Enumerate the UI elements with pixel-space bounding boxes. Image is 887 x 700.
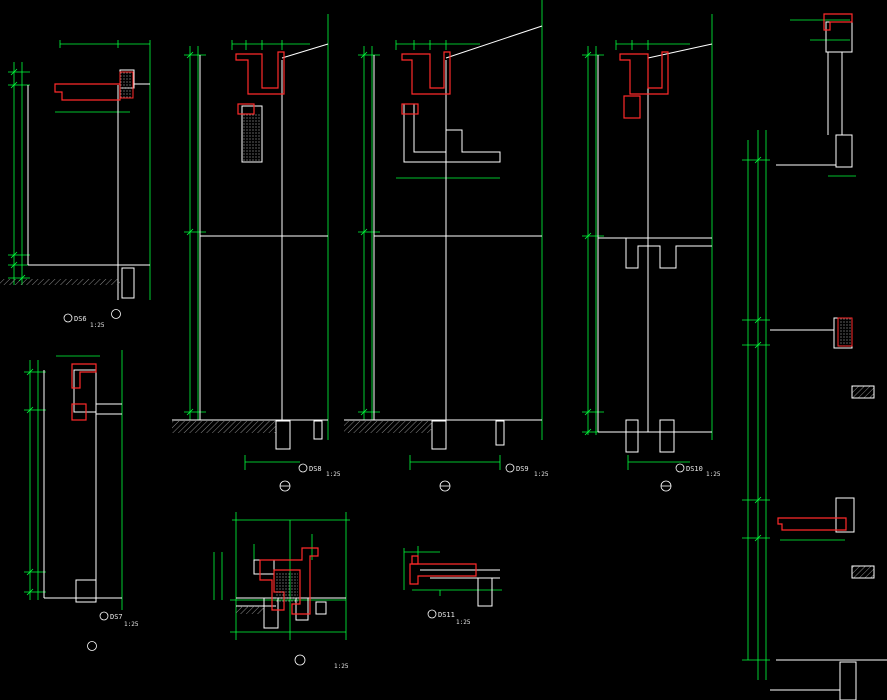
detail-1-tag-text: DS6 (74, 315, 87, 323)
detail-5: DS7 1:25 (24, 350, 139, 651)
dimension-tick (186, 228, 194, 236)
detail-3-dimensions (358, 0, 543, 470)
detail-4-scale: 1:25 (706, 471, 721, 478)
detail-4-outline (597, 43, 713, 453)
detail-2: DS8 1:25 (172, 14, 341, 492)
dimension-tick (186, 51, 194, 59)
detail-1-scale: 1:25 (90, 322, 105, 329)
detail-5-axis-bubble (87, 641, 97, 651)
dimension-tick (754, 156, 762, 164)
detail-7-scale: 1:25 (456, 619, 471, 626)
wall-section-red (777, 13, 853, 531)
detail-5-tag-text: DS7 (110, 613, 123, 621)
dimension-tick (584, 232, 592, 240)
detail-7: DS11 1:25 (403, 546, 502, 626)
detail-3: DS9 1:25 (344, 0, 549, 492)
detail-3-outline (344, 25, 543, 450)
detail-7-dimensions (403, 546, 502, 596)
dimension-tick (754, 316, 762, 324)
detail-2-scale: 1:25 (326, 471, 341, 478)
detail-6-slab (236, 606, 264, 614)
dimension-tick (186, 408, 194, 416)
detail-2-outline (172, 43, 329, 450)
dimension-tick (10, 251, 18, 259)
dimension-tick (18, 274, 26, 282)
detail-5-outline (43, 369, 122, 603)
detail-4: DS10 1:25 (582, 14, 721, 492)
dimension-tick (360, 408, 368, 416)
dimension-tick (10, 81, 18, 89)
dimension-tick (10, 261, 18, 269)
detail-1-section (54, 71, 134, 101)
dimension-tick (26, 406, 34, 414)
detail-3-tag: DS9 1:25 (505, 463, 549, 478)
detail-7-tag-text: DS11 (438, 611, 455, 619)
dimension-ticks (10, 51, 762, 596)
wall-section-right (742, 13, 887, 700)
detail-1-dimensions (8, 40, 151, 300)
dimension-tick (754, 341, 762, 349)
detail-5-scale: 1:25 (124, 621, 139, 628)
detail-7-section (409, 555, 477, 585)
dimension-tick (26, 368, 34, 376)
detail-4-tag-text: DS10 (686, 465, 703, 473)
detail-3-section (401, 51, 451, 115)
wall-section-outline (770, 21, 887, 700)
detail-2-tag: DS8 1:25 (298, 463, 341, 478)
detail-7-outline (420, 569, 500, 607)
detail-1-tag: DS6 1:25 (63, 313, 105, 329)
wall-section-dimensions (742, 19, 856, 680)
detail-2-dimensions (184, 14, 329, 470)
detail-3-tag-text: DS9 (516, 465, 529, 473)
detail-4-section (619, 51, 669, 119)
detail-4-tag: DS10 1:25 (675, 463, 721, 478)
dimension-tick (26, 568, 34, 576)
detail-7-tag: DS11 1:25 (427, 609, 471, 626)
dimension-tick (584, 408, 592, 416)
dimension-tick (754, 534, 762, 542)
dimension-tick (360, 51, 368, 59)
detail-5-dimensions (24, 350, 123, 610)
detail-2-tag-text: DS8 (309, 465, 322, 473)
dimension-tick (26, 588, 34, 596)
detail-1-outline (27, 69, 150, 300)
dimension-tick (584, 51, 592, 59)
detail-2-slab (172, 421, 276, 433)
detail-6-scale: 1:25 (334, 663, 349, 670)
detail-1-axis-bubble (111, 309, 121, 319)
detail-6-section (259, 547, 319, 615)
detail-4-dimensions (582, 14, 713, 470)
detail-5-section (71, 363, 97, 421)
detail-5-tag: DS7 1:25 (99, 611, 139, 628)
dimension-tick (360, 228, 368, 236)
detail-2-section (235, 51, 285, 162)
detail-3-slab (344, 421, 432, 433)
detail-1-ground (0, 279, 120, 285)
detail-1: DS6 1:25 (0, 40, 151, 329)
detail-6-tag: 1:25 (334, 663, 349, 670)
detail-6: 1:25 (213, 512, 350, 670)
dimension-tick (754, 496, 762, 504)
detail-6-axis-bubble (294, 654, 306, 666)
detail-3-scale: 1:25 (534, 471, 549, 478)
dimension-tick (10, 68, 18, 76)
dimension-tick (584, 428, 592, 436)
